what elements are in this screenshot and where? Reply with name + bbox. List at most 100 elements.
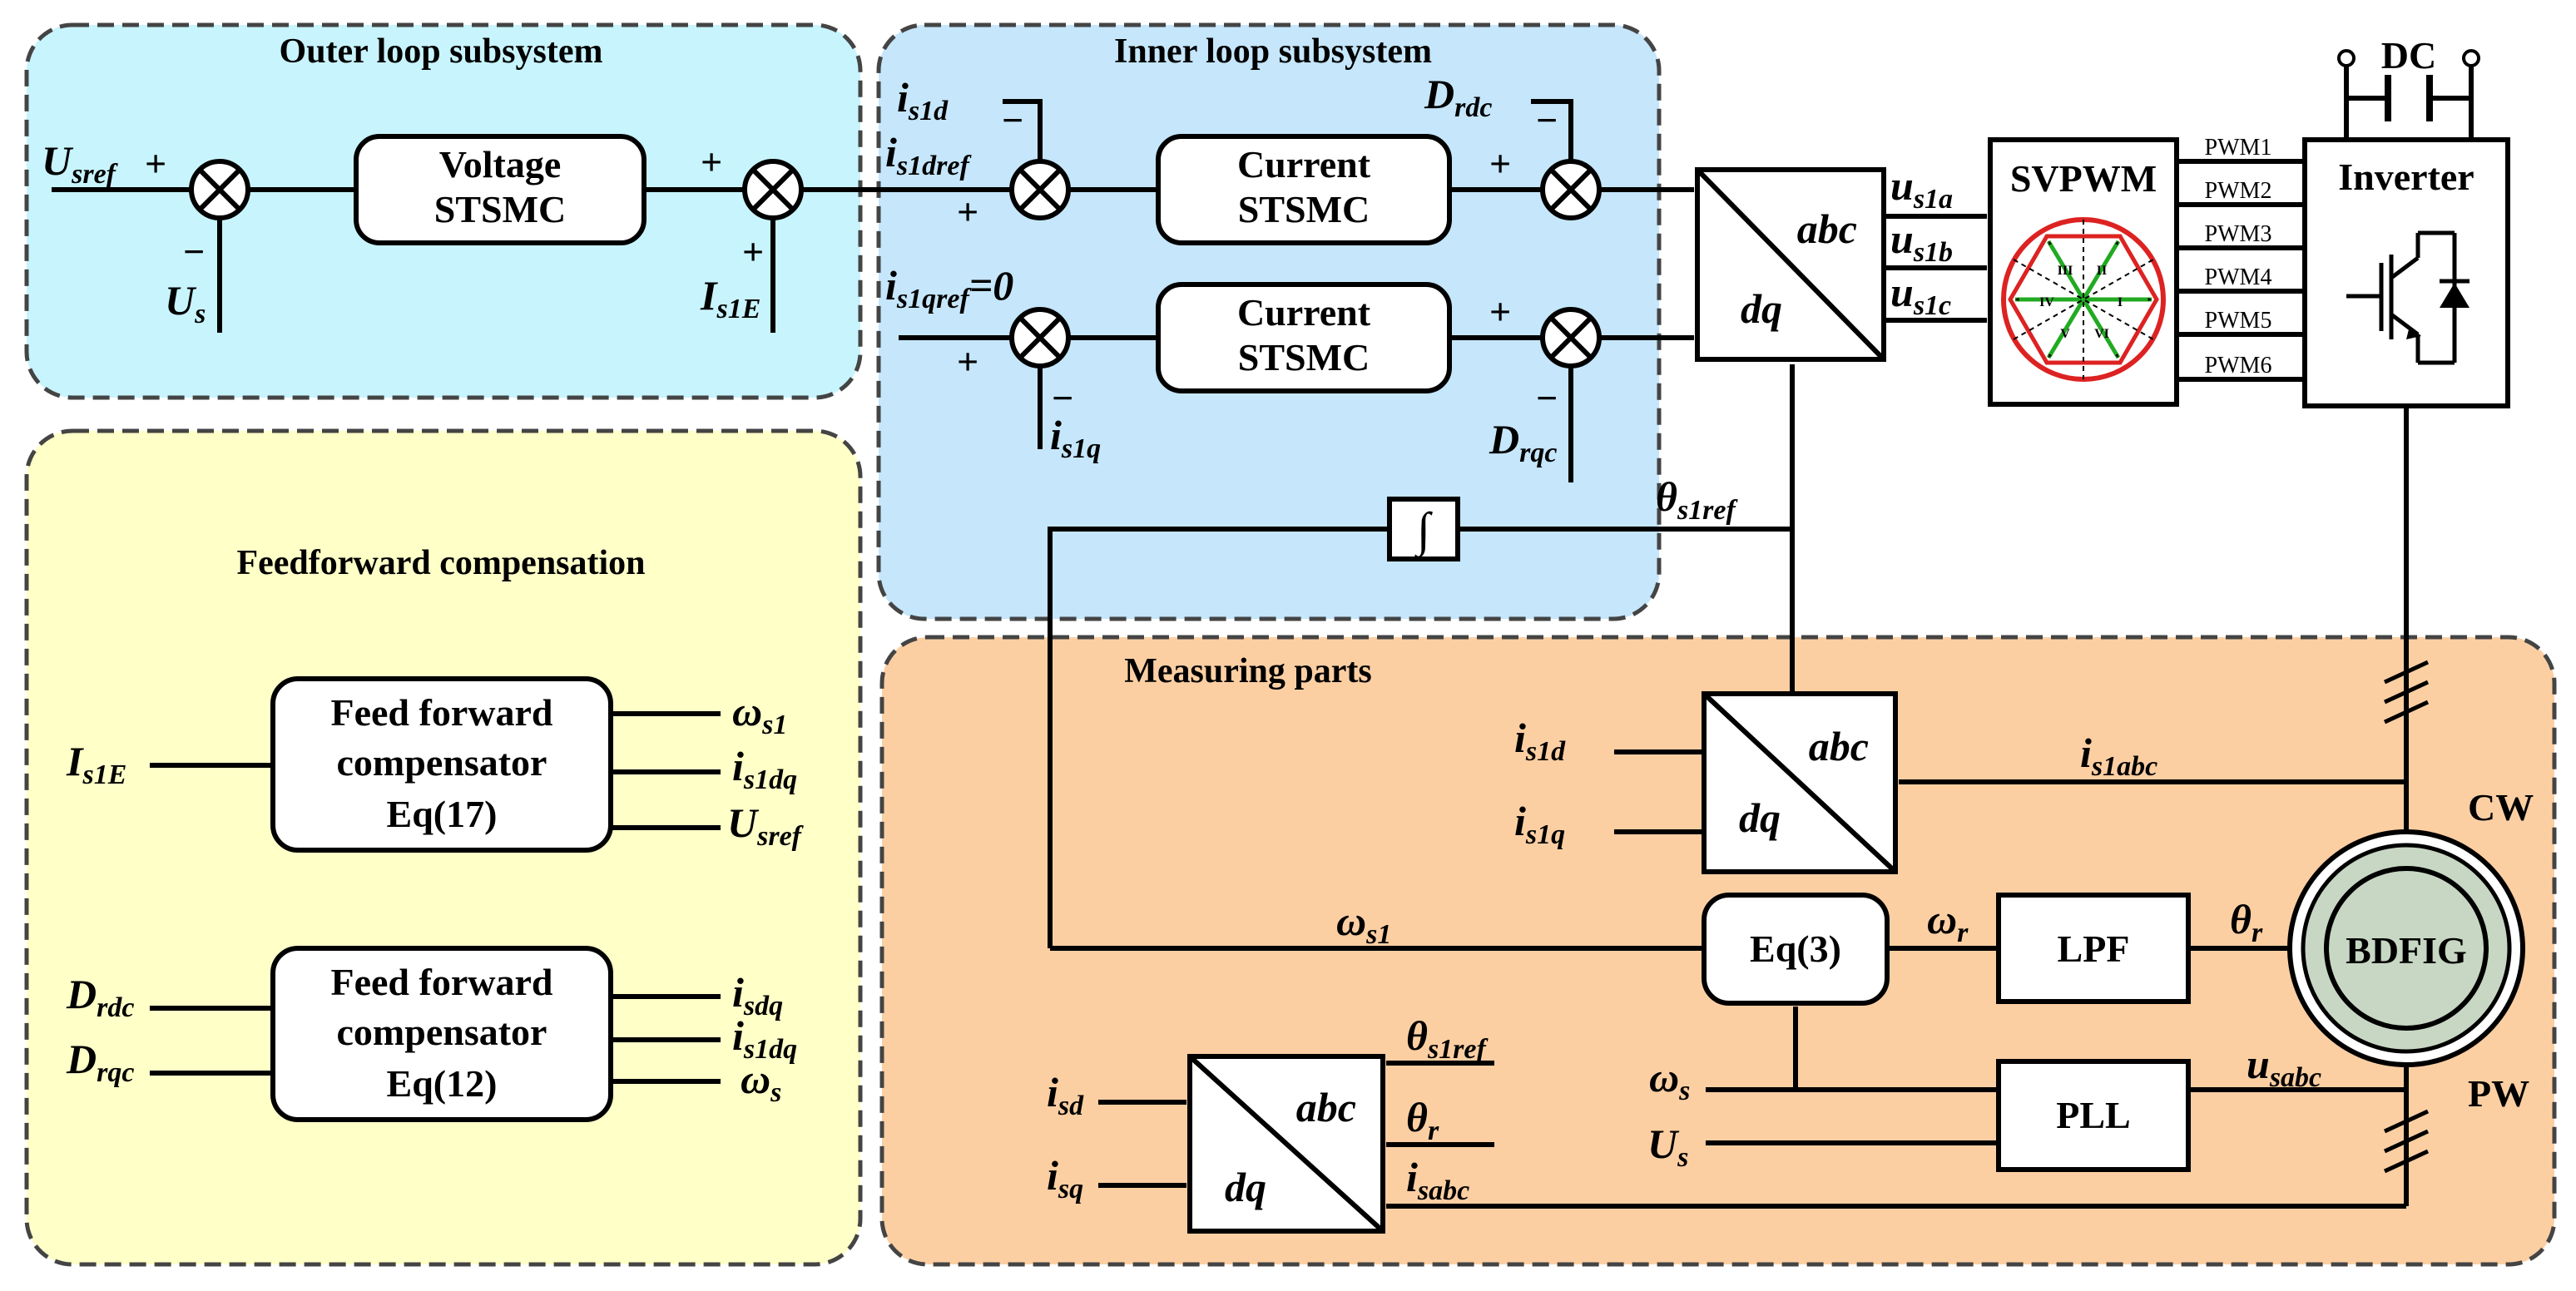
sign-plus-is1e: + [742,230,764,273]
summing-junction-voltage-error [189,159,250,220]
signal-us-output: Us [1647,1120,1688,1173]
signal-is1q: is1q [1050,412,1101,464]
current-stsmc-d-label-2: STSMC [1238,188,1370,230]
bdfig-label: BDFIG [2346,929,2467,972]
ff17-label-2: compensator [337,741,547,784]
signal-isq: isq [1047,1152,1083,1204]
transform-pw-dq-label: dq [1225,1164,1266,1210]
signal-isd: isd [1047,1069,1084,1121]
sign-plus-usref: + [145,142,166,185]
diode-icon [2440,283,2469,308]
sign-plus-is1dref: + [957,190,978,233]
sector-i-label: I [2118,295,2123,309]
summing-junction-current-ref [742,159,804,220]
signal-is1e-out: Is1E [66,738,126,790]
pw-port-label: PW [2468,1072,2529,1115]
pwm2-label: PWM2 [2205,178,2272,204]
dq-to-abc-transform: abc dq [1695,167,1886,362]
feedforward-title: Feedforward compensation [236,544,645,582]
signal-wires [52,58,2474,1209]
sector-ii-label: II [2097,264,2107,278]
signal-us1a: us1a [1890,162,1953,215]
pwm3-label: PWM3 [2205,221,2272,247]
signal-theta-r-pw: θr [1406,1094,1439,1146]
signal-drdc: Drdc [1424,71,1492,123]
voltage-stsmc-label-1: Voltage [439,143,562,185]
ff17-label-3: Eq(17) [387,793,498,835]
sign-plus-q-out: + [1489,290,1511,333]
signal-labels: Usref Us Is1E is1d is1dref is1qref=0 is1… [42,71,2321,1206]
signal-is1abc: is1abc [2080,730,2157,782]
signal-theta-r: θr [2230,896,2263,948]
measuring-title: Measuring parts [1124,652,1372,690]
sign-minus-is1q: − [1052,377,1073,419]
signal-theta-s1ref: θs1ref [1656,473,1739,526]
transform-pw-abc-label: abc [1296,1084,1356,1130]
pll-label: PLL [2056,1094,2130,1136]
signal-isdq-ff12: isdq [732,969,783,1021]
signal-usabc: usabc [2247,1041,2321,1093]
signal-omega-r: ωr [1927,896,1969,948]
summing-junction-d-decoupling [1540,159,1602,220]
summing-junction-q-decoupling [1540,307,1602,369]
sign-minus-drdc: − [1536,99,1558,141]
pwm4-label: PWM4 [2205,265,2272,290]
sign-minus-drqc: − [1536,377,1558,419]
voltage-stsmc-block: Voltage STSMC [354,134,646,245]
ff-compensator-eq12: Feed forward compensator Eq(12) [270,946,613,1122]
sign-plus-d-out: + [1489,142,1511,185]
eq3-block: Eq(3) [1702,893,1890,1006]
signal-us-feedback: Us [165,277,206,329]
sector-v-label: V [2060,327,2070,341]
signal-isabc: isabc [1406,1154,1469,1206]
integrator-block: ∫ [1387,497,1460,561]
pwm-labels: PWM1 PWM2 PWM3 PWM4 PWM5 PWM6 [2205,135,2272,378]
current-stsmc-q-label-1: Current [1237,291,1371,334]
svpwm-label: SVPWM [2010,157,2157,200]
transform-cw-dq-label: dq [1739,794,1781,841]
signal-omega-s-ff12: ωs [741,1056,781,1108]
sign-plus-iref: + [701,141,722,183]
bdfig-machine-icon: BDFIG [2287,829,2525,1067]
signal-is1q-measured: is1q [1514,798,1565,850]
pwm5-label: PWM5 [2205,308,2272,334]
pwm6-label: PWM6 [2205,353,2272,378]
dc-terminal-icon [2337,49,2480,67]
signal-is1dref: is1dref [885,129,972,181]
signal-drqc: Drqc [1489,416,1557,468]
signal-us1c: us1c [1890,269,1951,321]
ff-compensator-eq17: Feed forward compensator Eq(17) [270,676,613,853]
signal-is1dq-ff12: is1dq [732,1012,797,1065]
inner-loop-title: Inner loop subsystem [1114,32,1432,71]
pwm1-label: PWM1 [2205,135,2272,161]
abc-to-dq-transform-cw: abc dq [1702,691,1898,874]
ff17-label-1: Feed forward [331,691,553,734]
signal-is1e: Is1E [700,272,760,324]
signal-drqc-out: Drqc [66,1036,134,1088]
cw-port-label: CW [2468,786,2534,829]
signal-is1qref: is1qref=0 [885,262,1013,314]
transform-dq-label: dq [1741,285,1782,332]
outer-loop-title: Outer loop subsystem [280,32,603,71]
transform-cw-abc-label: abc [1809,723,1869,769]
lpf-label: LPF [2058,927,2130,970]
signal-usref: Usref [42,137,119,190]
pll-block: PLL [1996,1059,2191,1172]
abc-to-dq-transform-pw: abc dq [1187,1054,1385,1234]
inverter-label: Inverter [2338,156,2474,198]
current-stsmc-q-label-2: STSMC [1238,336,1370,378]
signal-is1d: is1d [897,74,949,126]
summing-junction-d-error [1009,159,1071,220]
integrator-symbol: ∫ [1414,502,1433,559]
sign-plus-is1qref: + [957,340,978,383]
current-stsmc-d-label-1: Current [1237,143,1371,185]
ff12-label-1: Feed forward [331,961,553,1003]
summing-junction-q-error [1009,307,1071,369]
sign-minus-is1d: − [1002,99,1023,141]
sign-minus-us: − [183,230,205,273]
eq3-label: Eq(3) [1750,927,1841,970]
ff12-label-2: compensator [337,1011,547,1053]
ff12-label-3: Eq(12) [387,1062,498,1105]
current-stsmc-d-block: Current STSMC [1156,134,1452,245]
current-stsmc-q-block: Current STSMC [1156,282,1452,393]
